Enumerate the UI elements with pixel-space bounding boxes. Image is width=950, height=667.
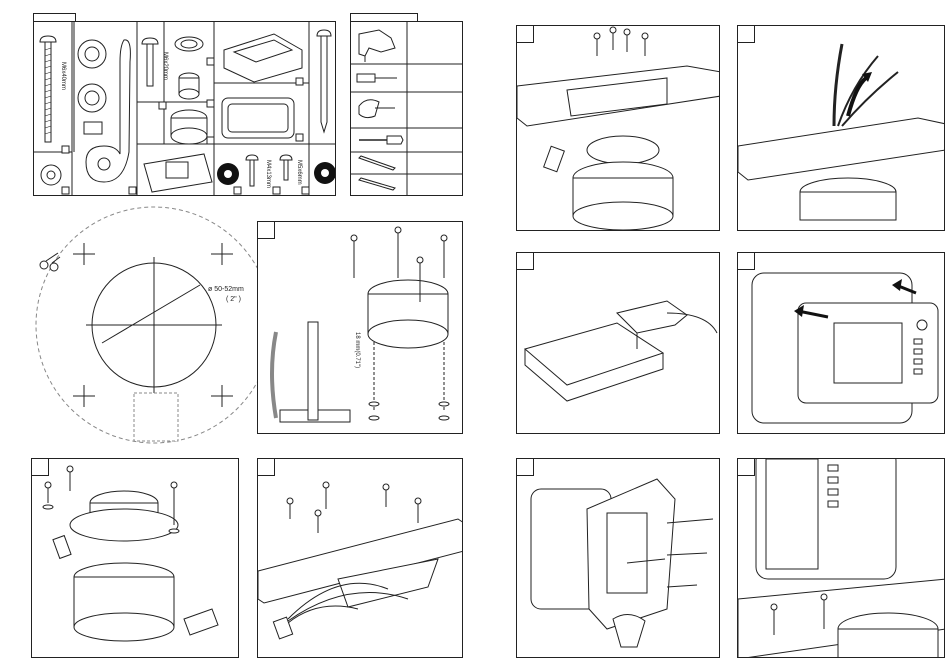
step-assemble-panel (31, 458, 239, 658)
tools-drawing (351, 22, 463, 196)
drill-depth-label: 18 mm(0.71") (354, 332, 360, 368)
step-bracket-drawing (517, 459, 720, 658)
step-mount-drawing (517, 26, 720, 231)
template-diameter-label: ø 50-52mm (208, 286, 244, 293)
step-cut-panel (516, 252, 720, 434)
step-tilt-panel (737, 458, 945, 658)
step-tilt-drawing (738, 459, 945, 658)
parts-box: M6x40mm M6x20mm (33, 21, 336, 196)
step-cables-drawing (738, 26, 945, 231)
step-assemble-drawing (32, 459, 239, 658)
step-wires-panel (257, 458, 463, 658)
step-bracket-panel (516, 458, 720, 658)
label-m4x13: M4x13mm (265, 160, 271, 188)
template-drawing: ø 50-52mm ( 2" ) (30, 205, 275, 445)
template-inch-label: ( 2" ) (226, 296, 241, 303)
label-m6x40: M6x40mm (60, 62, 66, 90)
step-wires-drawing (258, 459, 463, 658)
step-mount-panel (516, 25, 720, 231)
parts-drawing: M6x40mm M6x20mm (34, 22, 336, 196)
step-display-panel (737, 252, 945, 434)
label-m5x6: M5x6mm (296, 160, 302, 185)
step-cut-drawing (517, 253, 720, 434)
tools-box (350, 21, 463, 196)
step-display-drawing (738, 253, 945, 434)
step-drill-panel: 18 mm(0.71") (257, 221, 463, 434)
drill-template: ø 50-52mm ( 2" ) (30, 205, 275, 445)
step-cables-panel (737, 25, 945, 231)
label-m6x20: M6x20mm (162, 52, 168, 80)
step-drill-drawing: 18 mm(0.71") (258, 222, 463, 434)
